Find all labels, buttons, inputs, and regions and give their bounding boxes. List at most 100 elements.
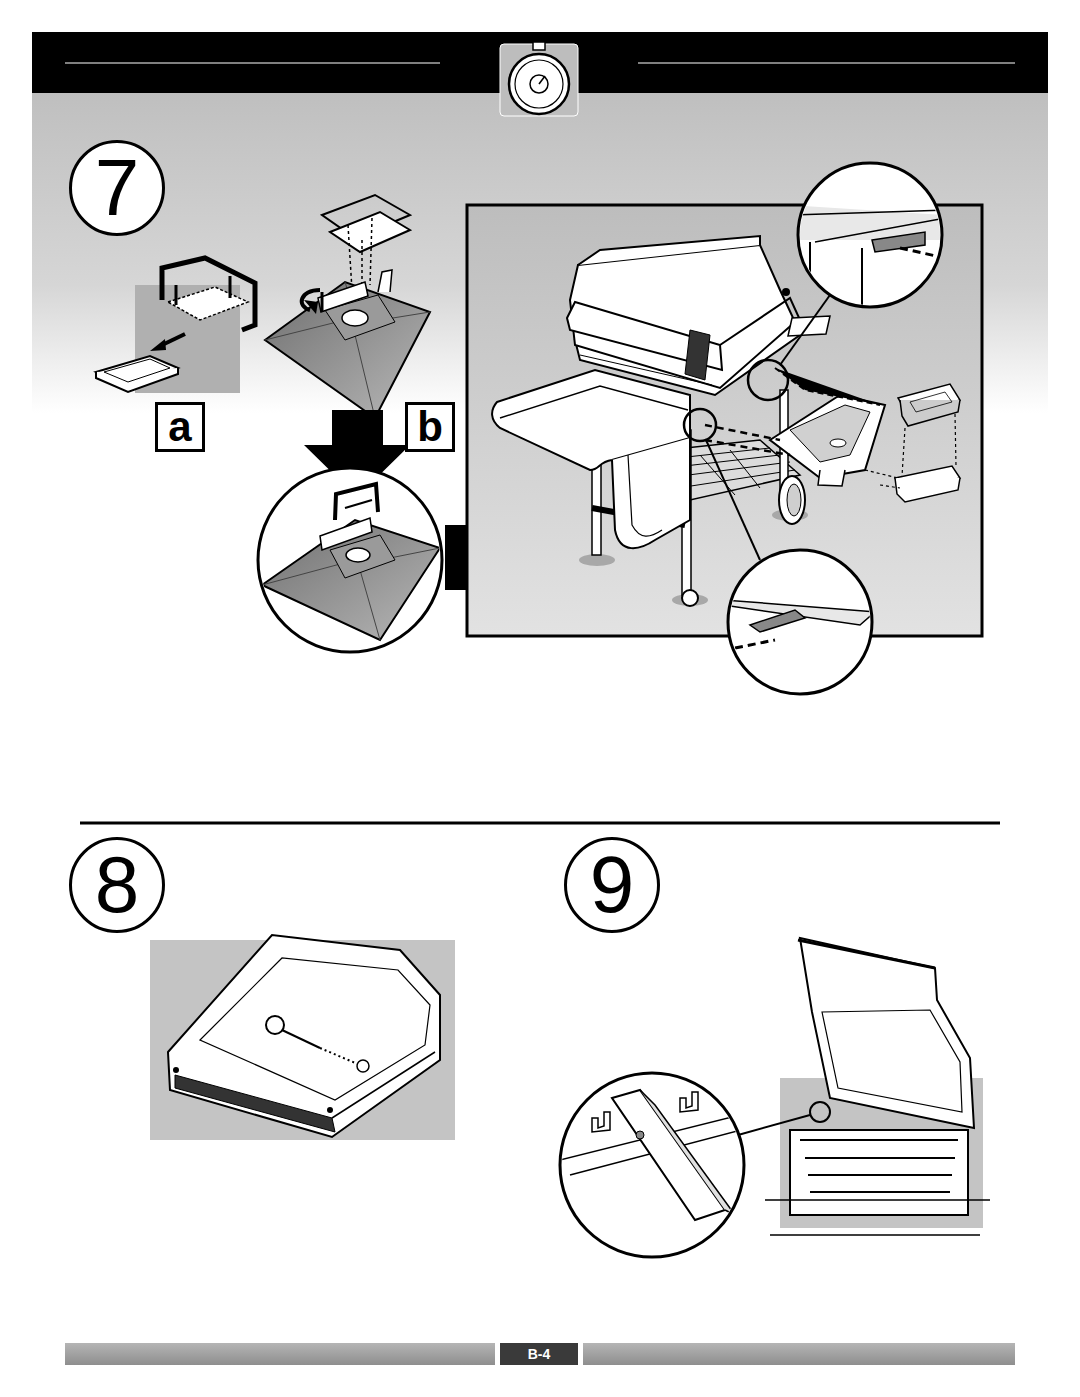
zoom-detail xyxy=(750,610,805,632)
stopwatch-icon xyxy=(515,60,563,108)
zoom-detail xyxy=(725,163,945,694)
stopwatch-icon xyxy=(500,42,578,116)
grill-open-illustration xyxy=(800,938,974,1128)
grill-open-illustration xyxy=(800,1140,958,1192)
grill-open-illustration xyxy=(790,1130,968,1215)
lid-thermometer-illustration xyxy=(357,1060,369,1072)
gas-grill xyxy=(900,400,960,426)
zoom-detail xyxy=(335,484,378,520)
step-circle xyxy=(566,839,659,932)
stopwatch-icon xyxy=(539,76,545,84)
gas-grill xyxy=(780,295,830,365)
step-number: 9 xyxy=(564,837,660,933)
zoom-detail xyxy=(258,468,442,652)
stopwatch-icon xyxy=(533,42,545,50)
grease-funnel-part xyxy=(304,300,318,314)
zoom-detail xyxy=(735,640,775,648)
gas-grill xyxy=(779,476,805,524)
lid-thermometer-illustration xyxy=(282,1030,320,1048)
zoom-detail xyxy=(872,232,925,252)
zoom-detail xyxy=(725,600,875,625)
drip-tray-part xyxy=(168,287,248,320)
gas-grill xyxy=(682,590,698,606)
header-band xyxy=(65,63,440,64)
step-number-text: 8 xyxy=(95,845,140,925)
zoom-detail xyxy=(900,248,945,258)
zoom-detail xyxy=(592,1112,610,1132)
page-number: B-4 xyxy=(500,1343,578,1365)
grease-funnel-part xyxy=(378,270,392,292)
gas-grill xyxy=(612,438,690,548)
grease-funnel-part xyxy=(318,282,368,312)
step-number: 8 xyxy=(69,837,165,933)
grease-funnel-part xyxy=(265,282,430,418)
lid-thermometer-illustration xyxy=(200,958,430,1100)
section-divider xyxy=(80,822,1000,825)
stopwatch-icon xyxy=(530,75,548,93)
zoom-detail xyxy=(680,1092,698,1112)
gas-grill xyxy=(685,330,710,380)
gas-grill xyxy=(775,368,880,405)
substep-letter-text: a xyxy=(168,406,191,448)
letter-box xyxy=(407,404,454,451)
zoom-detail xyxy=(560,1073,760,1257)
footer-bar xyxy=(65,1343,495,1365)
stopwatch-icon xyxy=(509,54,569,114)
gas-grill xyxy=(579,554,615,566)
gas-grill xyxy=(770,395,885,478)
step-number: 7 xyxy=(69,140,165,236)
zoom-detail xyxy=(560,1090,760,1220)
substep-letter-text: b xyxy=(417,406,443,448)
zoom-detail xyxy=(790,205,945,310)
lid-thermometer-illustration xyxy=(150,935,455,1140)
zoom-detail xyxy=(258,468,442,652)
lid-thermometer-illustration xyxy=(266,1016,284,1034)
step-circle xyxy=(71,839,164,932)
gas-grill xyxy=(705,425,790,455)
zoom-detail xyxy=(725,600,875,648)
zoom-detail xyxy=(640,1090,735,1215)
gas-grill xyxy=(790,405,870,462)
grill-open-illustration xyxy=(822,1010,962,1112)
lid-thermometer-illustration xyxy=(168,935,440,1137)
gas-grill xyxy=(830,439,846,447)
gas-grill xyxy=(500,386,688,418)
gas-grill xyxy=(706,440,760,560)
zoom-detail xyxy=(345,500,372,508)
gas-grill xyxy=(748,360,788,400)
substep-letter: b xyxy=(405,402,455,452)
grill-open-illustration xyxy=(738,1115,810,1135)
gas-grill xyxy=(782,288,790,296)
zoom-detail xyxy=(262,484,440,640)
lid-thermometer-illustration xyxy=(173,1067,179,1073)
step-number-text: 7 xyxy=(95,148,140,228)
substep-letter: a xyxy=(155,402,205,452)
zoom-detail xyxy=(346,548,370,562)
lid-thermometer-illustration xyxy=(327,1107,333,1113)
zoom-detail xyxy=(320,518,372,550)
zoom-detail xyxy=(560,1073,744,1257)
header-band xyxy=(638,63,1015,64)
grill-open-illustration xyxy=(765,1200,990,1235)
lid-thermometer-illustration xyxy=(175,1075,335,1132)
gas-grill xyxy=(895,478,960,502)
footer-bar xyxy=(583,1343,1015,1365)
grill-open-illustration xyxy=(738,938,990,1235)
grill-open-illustration xyxy=(810,1102,830,1122)
gas-grill xyxy=(720,298,800,345)
grease-funnel-part xyxy=(342,310,368,326)
grease-funnel-part xyxy=(330,212,410,252)
zoom-detail xyxy=(636,1131,644,1139)
drip-tray-part xyxy=(104,359,170,382)
gas-grill xyxy=(787,484,801,516)
step-circle xyxy=(71,142,164,235)
stopwatch-icon xyxy=(500,44,578,116)
gas-grill xyxy=(910,392,952,412)
zoom-detail xyxy=(810,242,862,310)
gas-grill xyxy=(684,409,716,441)
step-number-text: 9 xyxy=(590,845,635,925)
grease-funnel-part xyxy=(321,292,324,312)
